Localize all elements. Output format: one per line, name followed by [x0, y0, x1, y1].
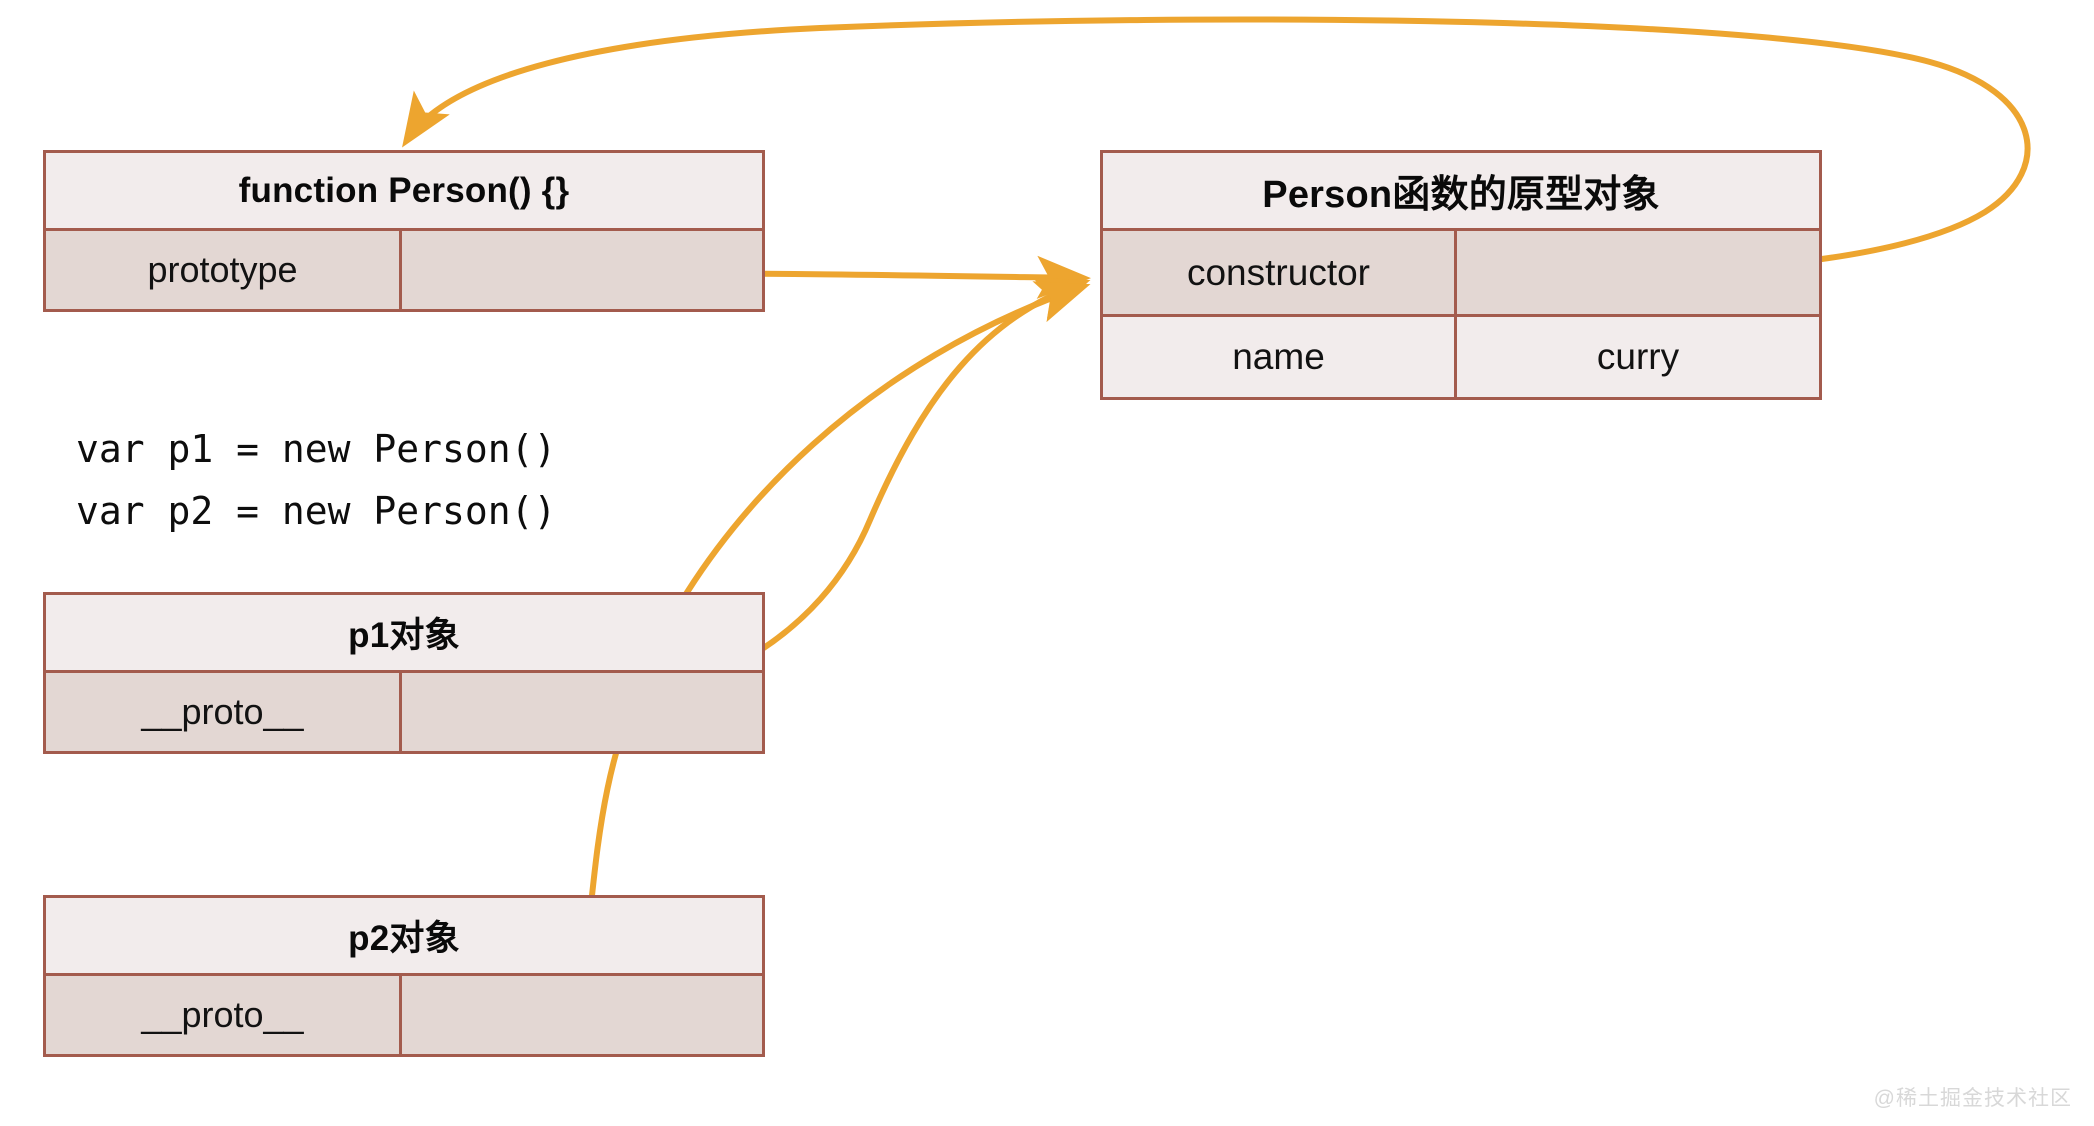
box-person-prototype-object-header: Person函数的原型对象 [1103, 153, 1819, 231]
table-row: __proto__ [46, 673, 762, 751]
table-row: __proto__ [46, 976, 762, 1054]
cell-value-p1-proto [402, 673, 762, 751]
code-snippet: var p1 = new Person() var p2 = new Perso… [76, 427, 557, 533]
cell-key-constructor: constructor [1103, 231, 1457, 314]
box-person-function: function Person() {} prototype [43, 150, 765, 312]
cell-value-p2-proto [402, 976, 762, 1054]
box-person-prototype-object: Person函数的原型对象 constructor name curry [1100, 150, 1822, 400]
cell-value-prototype [402, 231, 762, 309]
watermark: @稀土掘金技术社区 [1873, 1087, 2072, 1110]
box-p1-object-header: p1对象 [46, 595, 762, 673]
cell-key-prototype: prototype [46, 231, 402, 309]
table-row: constructor [1103, 231, 1819, 314]
table-row: name curry [1103, 314, 1819, 397]
box-p2-object: p2对象 __proto__ [43, 895, 765, 1057]
cell-key-p1-proto: __proto__ [46, 673, 402, 751]
table-row: prototype [46, 231, 762, 309]
box-p2-object-header: p2对象 [46, 898, 762, 976]
cell-key-p2-proto: __proto__ [46, 976, 402, 1054]
box-p1-object: p1对象 __proto__ [43, 592, 765, 754]
box-person-function-header: function Person() {} [46, 153, 762, 231]
cell-key-name: name [1103, 317, 1457, 397]
cell-value-name: curry [1596, 336, 1680, 377]
cell-value-constructor [1457, 231, 1819, 314]
